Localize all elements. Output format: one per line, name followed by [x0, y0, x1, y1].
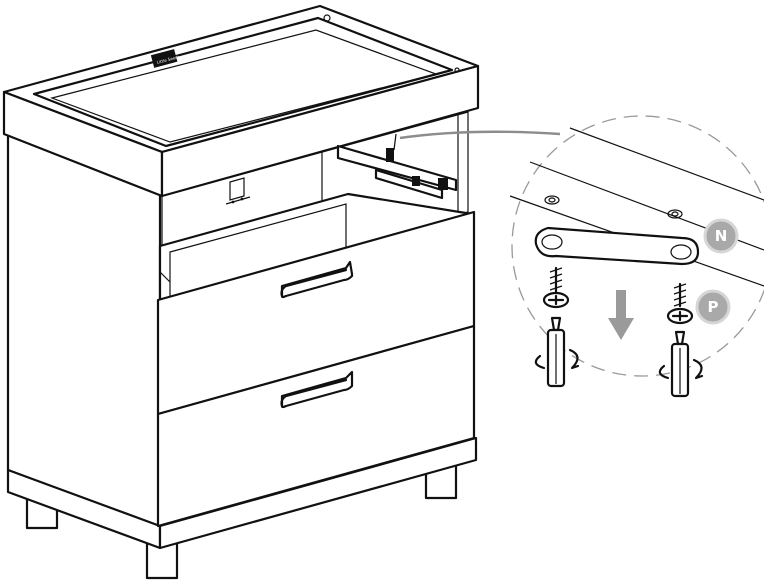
screw-hole [454, 67, 460, 73]
brand-logo-text: Little Seeds [156, 54, 180, 65]
tray-front-face [160, 64, 480, 198]
phillips-cross [671, 310, 689, 322]
drawer-runner [336, 144, 458, 192]
open-shelf [161, 111, 469, 297]
changing-top-tray: Little Seeds [2, 4, 480, 198]
drawer-handle-bottom [280, 370, 354, 409]
drawer-handle-top-inner [280, 268, 348, 298]
screw-dot [240, 197, 244, 201]
badge-n: N [703, 218, 739, 254]
pilot-hole-left [544, 195, 560, 205]
screw-thread [549, 267, 563, 291]
connector-plate [534, 226, 700, 266]
pilot-hole-left-inner [548, 197, 556, 203]
screw-hole [323, 14, 331, 22]
rotate-arrow-icon [658, 358, 704, 380]
detail-circle-outline [511, 115, 764, 377]
badge-n-label: N [715, 227, 728, 245]
screwdriver-right [658, 330, 704, 398]
screwdriver-tip [550, 316, 562, 332]
tray-inner-floor [50, 29, 439, 143]
pilot-hole-right [667, 209, 683, 219]
rotate-arrow-icon [534, 348, 580, 370]
screw-thread [673, 283, 687, 307]
leader-line [399, 130, 561, 140]
screw-left [542, 266, 570, 309]
badge-p-circle [695, 289, 731, 325]
badge-p-label: P [708, 298, 719, 316]
badge-p: P [695, 289, 731, 325]
pilot-hole-right-inner [671, 211, 679, 217]
drawer-edge [159, 271, 171, 283]
bracket-hint-line [225, 196, 251, 205]
runner-clip [412, 176, 420, 186]
down-arrow-icon [608, 290, 634, 340]
drawer-handle-bottom-inner [280, 378, 348, 408]
brand-logo [150, 49, 178, 68]
screw-right [666, 282, 694, 325]
plate-hole-left [541, 234, 563, 250]
screw-dot [231, 200, 235, 204]
panel-edge-line [569, 127, 764, 201]
bracket-hint [229, 177, 245, 201]
screwdriver-tip [674, 330, 686, 346]
phillips-cross [547, 294, 565, 306]
dresser-cabinet: Little Seeds [2, 4, 480, 580]
connector-plate-body [534, 226, 700, 266]
screwdriver-left [534, 316, 580, 388]
side-panel-left [6, 132, 162, 530]
drawer-handle-top [280, 260, 354, 299]
detail-callout: N P [509, 115, 764, 398]
screw-pointer [393, 133, 397, 151]
runner-clip [438, 178, 448, 190]
drawer-front-bottom [156, 324, 476, 528]
badge-n-circle [703, 218, 739, 254]
bottom-drawer [156, 324, 476, 528]
tray-inner-rim [32, 16, 454, 148]
runner-clip [386, 148, 394, 162]
plate-hole-right [670, 244, 692, 260]
